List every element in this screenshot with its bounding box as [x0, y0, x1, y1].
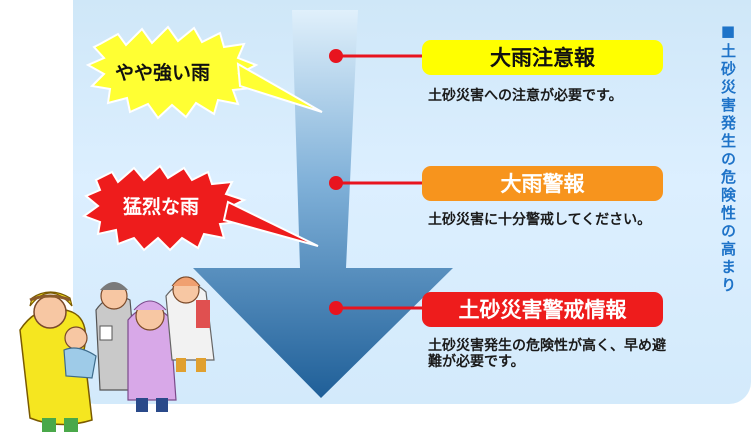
level-label-1: 大雨注意報 [490, 46, 595, 70]
extreme-rain-burst [81, 164, 247, 252]
moderate-rain-burst [85, 25, 259, 120]
moderate-rain-pointer [236, 62, 323, 113]
extreme-rain-pointer [222, 200, 319, 247]
risk-arrow [193, 10, 453, 398]
level-description-1: 土砂災害への注意が必要です。 [428, 88, 623, 104]
connector-dot-1 [329, 49, 343, 63]
extreme-rain-label: 猛烈な雨 [123, 196, 200, 218]
level-box-3 [422, 292, 663, 327]
moderate-rain-label: やや強い雨 [115, 62, 211, 84]
connector-dot-2 [329, 176, 343, 190]
evacuees-illustration [19, 276, 215, 432]
level-box-1 [422, 40, 663, 75]
connector-dot-3 [329, 301, 343, 315]
level-label-2: 大雨警報 [500, 172, 585, 196]
level-box-2 [422, 166, 663, 201]
level-label-3: 土砂災害警戒情報 [458, 298, 627, 322]
level-description-3: 土砂災害発生の危険性が高く、早め避難が必要です。 [428, 338, 666, 370]
level-description-2: 土砂災害に十分警戒してください。 [428, 212, 652, 228]
side-title: ■土砂災害発生の危険性の高まり [719, 22, 737, 295]
